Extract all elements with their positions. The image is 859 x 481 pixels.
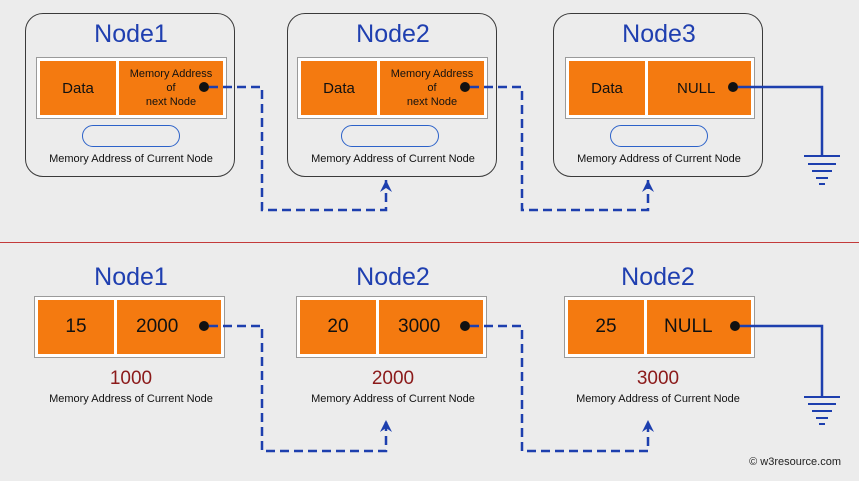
bottom-node-1-next-cell: 2000 — [117, 300, 221, 354]
copyright-credit: © w3resource.com — [749, 456, 841, 468]
bottom-node-3-next-cell: NULL — [647, 300, 751, 354]
top-node-3-frame: Node3 Data NULL Memory Address of Curren… — [553, 13, 763, 177]
pointer-line: next Node — [406, 96, 458, 108]
top-node-2-title: Node2 — [356, 20, 430, 48]
top-node-2-frame: Node2 Data Memory Address of next Node M… — [287, 13, 497, 177]
pointer-line: of — [427, 82, 437, 94]
bottom-node-3-value-cell: 25 — [568, 300, 644, 354]
top-node-1-address-oval — [82, 125, 180, 147]
pointer-line: next Node — [145, 96, 197, 108]
top-node-3-address-oval — [610, 125, 708, 147]
bottom-node-1-caption: Memory Address of Current Node — [49, 393, 213, 405]
top-node-2-caption: Memory Address of Current Node — [311, 153, 475, 165]
pointer-line: of — [166, 82, 176, 94]
top-node-3-pointer-cell: NULL — [648, 61, 751, 115]
bottom-node-2-title: Node2 — [356, 263, 430, 291]
bottom-node-2-address: 2000 — [371, 368, 415, 389]
ground-icon — [804, 396, 840, 425]
bottom-node-1-title: Node1 — [94, 263, 168, 291]
bottom-node-3-address: 3000 — [636, 368, 680, 389]
top-node-2-data-cell: Data — [301, 61, 377, 115]
arrow-up-icon — [380, 180, 392, 192]
pointer-line: Memory Address — [129, 68, 213, 80]
pointer-line: Memory Address — [390, 68, 474, 80]
top-node-1-pointer-cell: Memory Address of next Node — [119, 61, 223, 115]
top-node-3-title: Node3 — [622, 20, 696, 48]
top-node-2-pointer-cell: Memory Address of next Node — [380, 61, 484, 115]
bottom-node-2-caption: Memory Address of Current Node — [311, 393, 475, 405]
bottom-node-3-caption: Memory Address of Current Node — [576, 393, 740, 405]
arrow-up-icon — [642, 420, 654, 432]
arrow-up-icon — [642, 180, 654, 192]
top-node-1-title: Node1 — [94, 20, 168, 48]
top-node-2-address-oval — [341, 125, 439, 147]
bottom-node-2-value-cell: 20 — [300, 300, 376, 354]
arrow-up-icon — [380, 420, 392, 432]
bottom-node-2-next-cell: 3000 — [379, 300, 483, 354]
bottom-node-1-address: 1000 — [109, 368, 153, 389]
top-node-1-frame: Node1 Data Memory Address of next Node M… — [25, 13, 235, 177]
top-node-1-caption: Memory Address of Current Node — [49, 153, 213, 165]
bottom-node-1-value-cell: 15 — [38, 300, 114, 354]
section-divider — [0, 242, 859, 243]
ground-icon — [804, 155, 840, 185]
top-node-3-caption: Memory Address of Current Node — [577, 153, 741, 165]
top-node-1-data-cell: Data — [40, 61, 116, 115]
top-node-3-data-cell: Data — [569, 61, 645, 115]
bottom-node-3-title: Node2 — [621, 263, 695, 291]
